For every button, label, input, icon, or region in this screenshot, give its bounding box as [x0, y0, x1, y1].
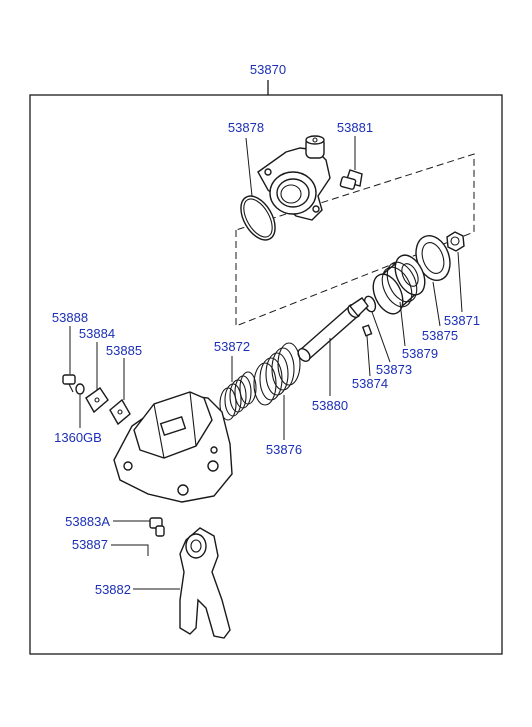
label-spring-outer: 53876 [266, 442, 302, 457]
label-fork: 53882 [95, 582, 131, 597]
label-spring-inner: 53872 [214, 339, 250, 354]
label-fitting: 53883A [65, 514, 110, 529]
leader-oring [371, 311, 391, 363]
label-oring: 53873 [376, 362, 412, 377]
plate-a-part [85, 387, 109, 414]
fitting-part [149, 517, 165, 537]
leader-piston [399, 301, 406, 347]
label-seal-ring: 53875 [422, 328, 458, 343]
label-fitting-b: 53887 [72, 537, 108, 552]
label-bolt-top: 53881 [337, 120, 373, 135]
fork-part [179, 527, 231, 639]
leader-seal-ring [432, 281, 441, 327]
leader-nut [457, 251, 463, 313]
label-plate-a: 53884 [79, 326, 115, 341]
piston-part [372, 254, 426, 315]
washer-part [75, 383, 85, 395]
leader-pin [366, 335, 371, 377]
label-assembly: 53870 [250, 62, 286, 77]
leader-cover [245, 137, 253, 197]
plate-b-part [109, 398, 131, 426]
cover-gasket-ring [240, 195, 276, 241]
label-piston: 53879 [402, 346, 438, 361]
label-washer: 1360GB [54, 430, 102, 445]
label-plate-b: 53885 [106, 343, 142, 358]
bolt-left-part [62, 374, 76, 393]
pin-part [361, 324, 373, 337]
cover-housing-part [257, 135, 331, 221]
bolt-top-part [339, 169, 363, 190]
label-rod: 53880 [312, 398, 348, 413]
label-cover: 53878 [228, 120, 264, 135]
nut-part [446, 231, 465, 252]
label-pin: 53874 [352, 376, 388, 391]
label-bolt-left: 53888 [52, 310, 88, 325]
spring-inner-part [219, 371, 257, 421]
label-nut: 53871 [444, 313, 480, 328]
rod-part [297, 297, 369, 362]
housing-block-part [113, 391, 233, 503]
spring-outer-part [253, 342, 301, 406]
leader-fitting-b [111, 544, 149, 556]
diagram-frame [29, 94, 503, 655]
